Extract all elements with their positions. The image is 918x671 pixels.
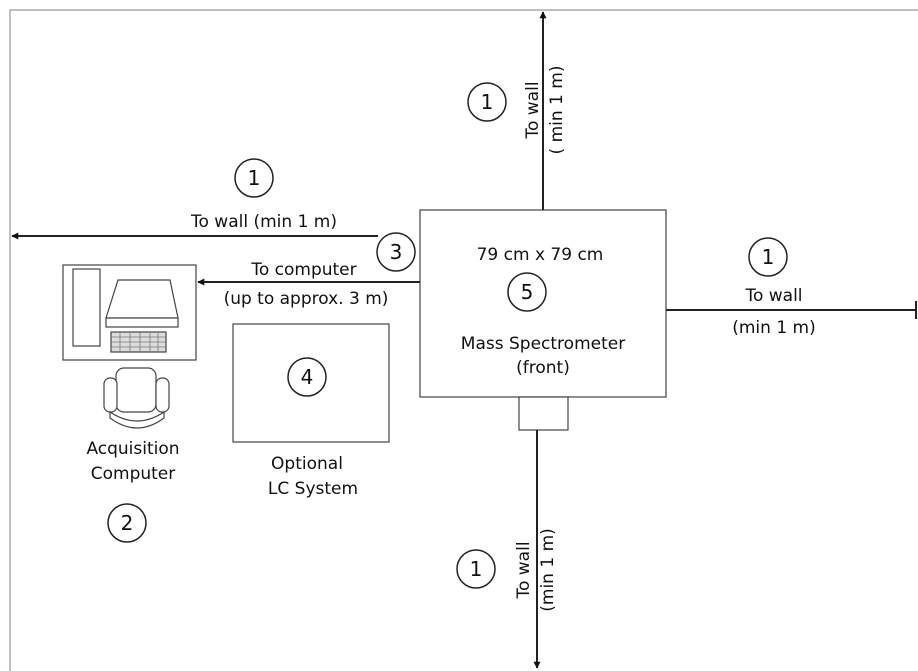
callout-4: 4: [287, 357, 327, 397]
top-wall-label-line1: To wall: [523, 81, 543, 139]
bottom-wall-label-line2: (min 1 m): [538, 528, 558, 612]
ms-size-label: 79 cm x 79 cm: [477, 245, 604, 265]
callout-1-left: 1: [234, 158, 274, 198]
left-wall-label: To wall (min 1 m): [190, 212, 337, 232]
callout-1-top: 1: [467, 82, 507, 122]
acquisition-computer-label-line2: Computer: [91, 464, 176, 484]
ms-name-label-line2: (front): [516, 358, 570, 378]
callout-1-right: 1: [748, 237, 788, 277]
callout-3: 3: [376, 232, 416, 272]
svg-text:2: 2: [121, 511, 134, 535]
svg-text:1: 1: [762, 245, 775, 269]
svg-text:1: 1: [470, 557, 483, 581]
room-border: [9, 9, 918, 671]
svg-text:1: 1: [481, 90, 494, 114]
computer-distance-label-line2: (up to approx. 3 m): [224, 289, 389, 309]
callout-5: 5: [507, 272, 547, 312]
lc-system-label-line1: Optional: [271, 454, 343, 474]
chair-icon: [103, 367, 170, 429]
bottom-wall-label-line1: To wall: [514, 541, 534, 599]
ms-name-label-line1: Mass Spectrometer: [461, 334, 625, 354]
mass-spectrometer-front-panel: [518, 396, 569, 431]
computer-distance-label-line1: To computer: [250, 260, 356, 280]
acquisition-computer-icon: [62, 264, 197, 361]
lc-system-label-line2: LC System: [268, 479, 358, 499]
top-wall-label-line2: ( min 1 m): [547, 66, 567, 155]
right-wall-label-line2: (min 1 m): [732, 318, 816, 338]
acquisition-computer-label-line1: Acquisition: [86, 439, 179, 459]
svg-text:1: 1: [248, 166, 261, 190]
right-wall-label-line1: To wall: [744, 286, 802, 306]
callout-1-bottom: 1: [456, 549, 496, 589]
svg-text:4: 4: [301, 365, 314, 389]
callout-2: 2: [107, 503, 147, 543]
svg-text:5: 5: [521, 280, 534, 304]
svg-text:3: 3: [390, 240, 403, 264]
